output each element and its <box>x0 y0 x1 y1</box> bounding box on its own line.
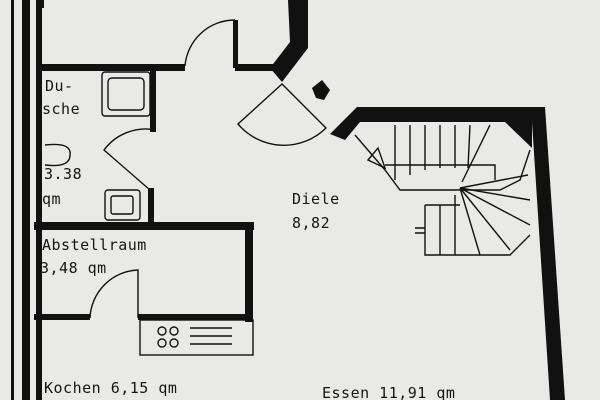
diele-name: Diele <box>292 190 340 208</box>
wall-abstell-bottom-left <box>34 314 90 320</box>
wall-diagonal-top <box>270 0 308 82</box>
fixtures <box>44 19 531 356</box>
sink <box>104 189 141 221</box>
abstellraum-name: Abstellraum <box>42 236 147 254</box>
stove-counter <box>139 319 254 356</box>
wall-abstell-bottom-right <box>138 314 253 320</box>
wall-stair-enclosure <box>330 107 565 400</box>
toilet <box>44 143 71 167</box>
abstellraum-area: 3,48 qm <box>40 259 107 277</box>
wall-abstell-right <box>245 222 253 322</box>
kochen-label: Kochen 6,15 qm <box>44 379 177 397</box>
wall-dusche-right-lower <box>148 188 154 224</box>
wall-top-dusche <box>40 64 185 71</box>
dusche-area-unit: qm <box>42 190 61 208</box>
walls <box>11 0 565 400</box>
door-abstell <box>89 269 139 319</box>
outer-wall-left <box>22 0 30 400</box>
diele-area: 8,82 <box>292 214 330 232</box>
door-top <box>184 19 236 67</box>
dusche-name-line1: Du- <box>45 77 74 95</box>
staircase <box>354 124 531 256</box>
wall-dusche-right-upper <box>150 70 156 132</box>
shower-tray <box>101 71 151 117</box>
dusche-area: 3.38 <box>44 165 82 183</box>
door-entry <box>237 83 327 146</box>
wall-top-right <box>235 64 277 71</box>
wall-abstell-top <box>34 222 254 230</box>
entry-arrow-icon <box>312 80 330 100</box>
inner-wall-left <box>36 0 42 400</box>
dusche-name-line2: sche <box>42 100 80 118</box>
essen-label: Essen 11,91 qm <box>322 384 455 400</box>
outer-line-left <box>11 0 14 400</box>
door-dusche <box>103 128 157 191</box>
